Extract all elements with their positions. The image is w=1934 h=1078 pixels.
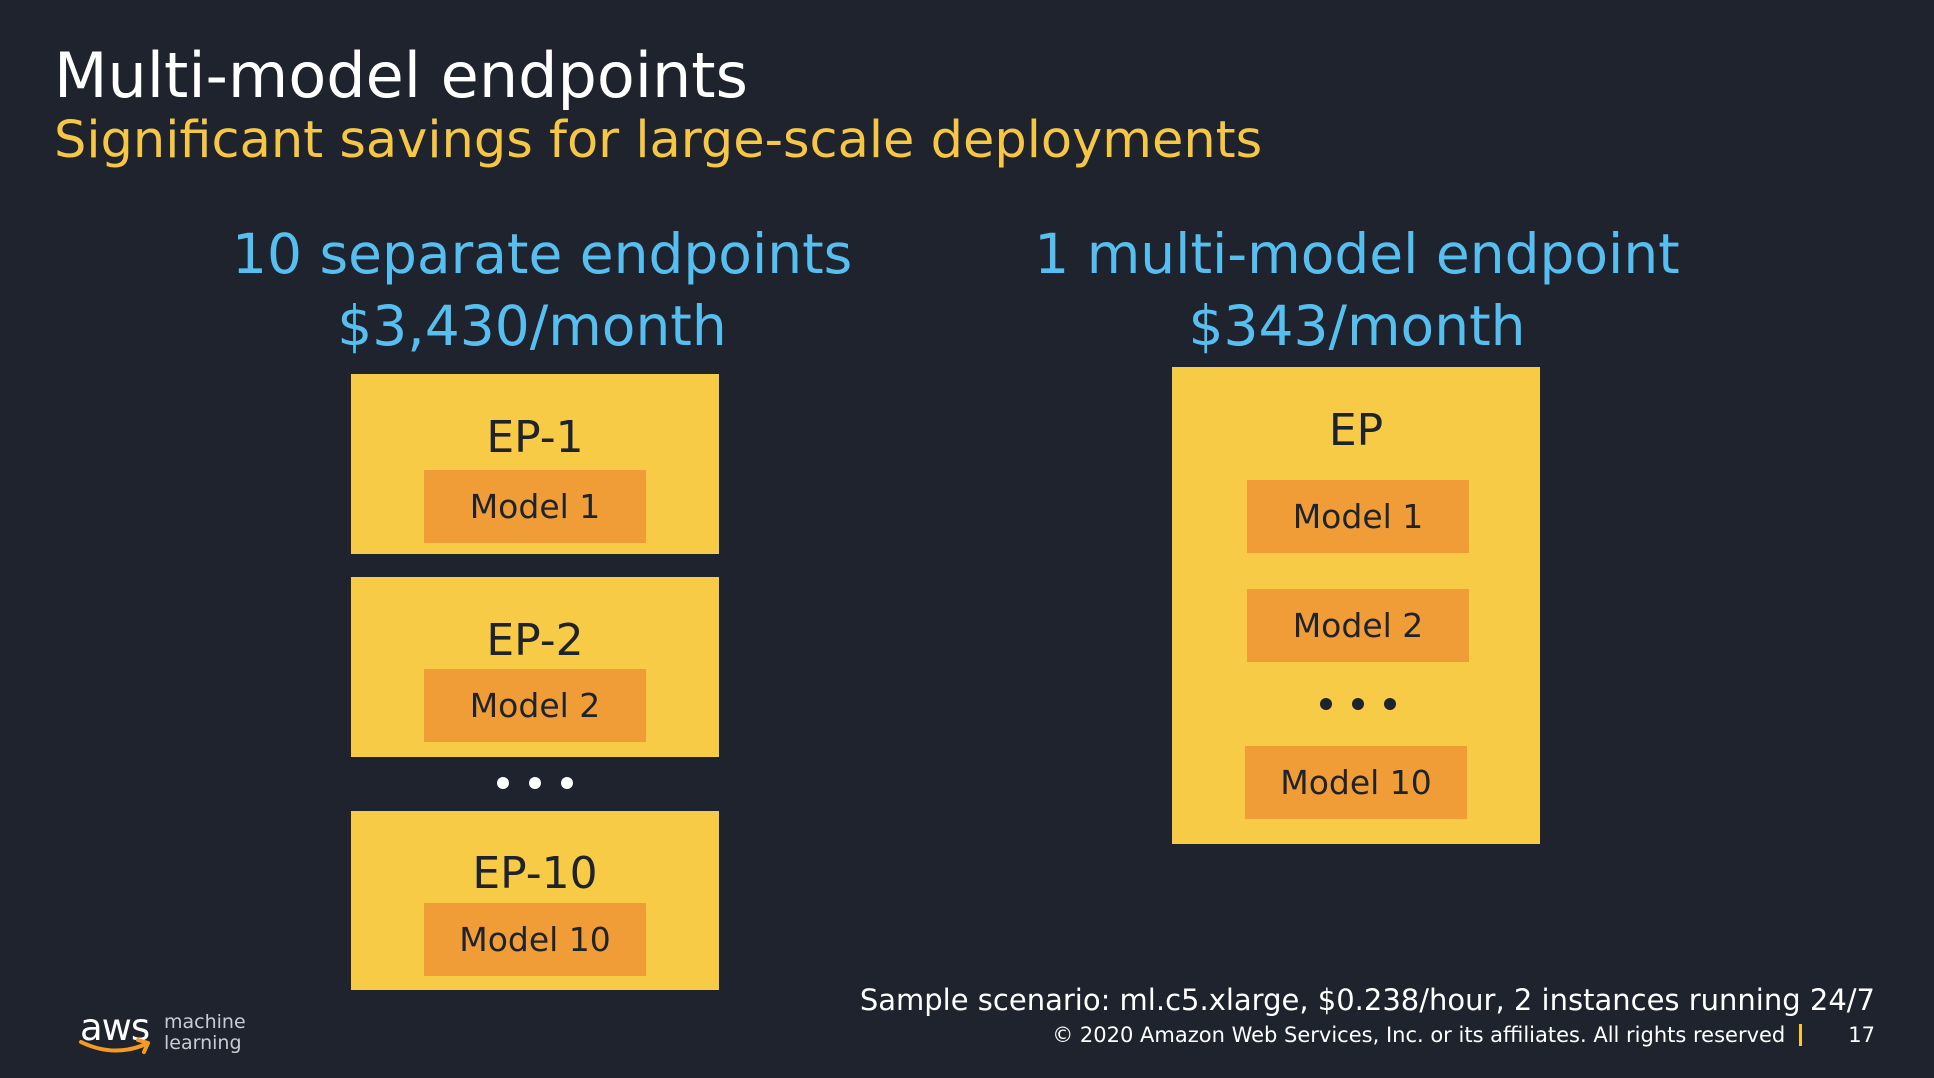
copyright-text: © 2020 Amazon Web Services, Inc. or its … bbox=[1052, 1023, 1786, 1047]
ellipsis-dot bbox=[1352, 698, 1364, 710]
endpoint-box: EP-10 Model 10 bbox=[351, 811, 719, 990]
endpoint-label: EP-1 bbox=[486, 412, 584, 463]
multi-model-endpoint-box: EP Model 1 Model 2 Model 10 bbox=[1172, 367, 1540, 844]
ellipsis-dot bbox=[529, 777, 541, 789]
endpoint-label: EP bbox=[1328, 405, 1384, 456]
slide-title: Multi-model endpoints bbox=[54, 39, 748, 112]
model-box: Model 2 bbox=[1247, 589, 1469, 662]
multi-model-endpoint-price: $343/month bbox=[1188, 294, 1526, 358]
ellipsis-dot bbox=[497, 777, 509, 789]
aws-smile-icon bbox=[79, 1038, 150, 1054]
ellipsis-icon bbox=[1313, 698, 1403, 710]
sample-scenario-note: Sample scenario: ml.c5.xlarge, $0.238/ho… bbox=[859, 983, 1875, 1017]
logo-text: machine learning bbox=[164, 1012, 246, 1054]
ellipsis-dot bbox=[1320, 698, 1332, 710]
logo-text-machine: machine bbox=[164, 1011, 246, 1033]
endpoint-label: EP-2 bbox=[486, 615, 584, 666]
model-box: Model 1 bbox=[424, 470, 646, 543]
aws-wordmark: aws bbox=[78, 1006, 164, 1062]
endpoint-label: EP-10 bbox=[472, 848, 598, 899]
multi-model-endpoint-title: 1 multi-model endpoint bbox=[1034, 222, 1680, 286]
endpoint-box: EP-2 Model 2 bbox=[351, 577, 719, 757]
slide-subtitle: Significant savings for large-scale depl… bbox=[54, 111, 1263, 170]
footer-separator bbox=[1799, 1024, 1803, 1046]
footer: © 2020 Amazon Web Services, Inc. or its … bbox=[1052, 1020, 1875, 1050]
multi-model-endpoint-heading: 1 multi-model endpoint $343/month bbox=[1017, 218, 1697, 362]
aws-logo-icon: aws machine learning bbox=[78, 1006, 246, 1062]
endpoint-box: EP-1 Model 1 bbox=[351, 374, 719, 554]
model-box: Model 2 bbox=[424, 669, 646, 742]
separate-endpoints-title: 10 separate endpoints bbox=[232, 222, 853, 286]
model-box: Model 10 bbox=[1245, 746, 1467, 819]
model-box: Model 1 bbox=[1247, 480, 1469, 553]
logo-text-learning: learning bbox=[164, 1032, 242, 1054]
ellipsis-dot bbox=[561, 777, 573, 789]
separate-endpoints-heading: 10 separate endpoints $3,430/month bbox=[232, 218, 853, 362]
ellipsis-icon bbox=[490, 777, 580, 789]
ellipsis-dot bbox=[1384, 698, 1396, 710]
separate-endpoints-price: $3,430/month bbox=[337, 294, 727, 358]
page-number: 17 bbox=[1848, 1023, 1875, 1047]
model-box: Model 10 bbox=[424, 903, 646, 976]
